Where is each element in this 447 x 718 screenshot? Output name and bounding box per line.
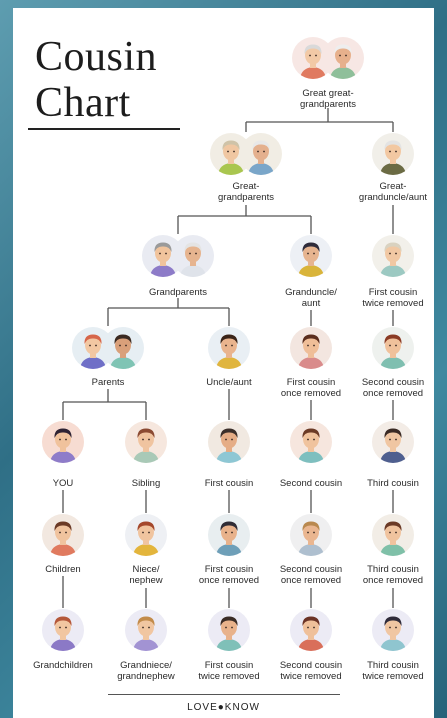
- node-label-sc: Second cousin: [279, 478, 343, 489]
- node-label-ch: Children: [45, 564, 81, 575]
- node-label-nn: Niece/ nephew: [129, 564, 163, 586]
- node-label-fc1r: First cousin once removed: [280, 377, 342, 399]
- person-avatar-gn-1: [125, 609, 167, 651]
- person-avatar-fc1r-1: [290, 327, 332, 369]
- person-avatar-nn-1: [125, 514, 167, 556]
- person-avatar-fc2r-1: [372, 235, 414, 277]
- person-avatar-you-1: [42, 421, 84, 463]
- node-label-fc2r: First cousin twice removed: [362, 287, 424, 309]
- person-avatar-gc-1: [42, 609, 84, 651]
- node-label-gu: Granduncle/ aunt: [285, 287, 337, 309]
- node-label-tc1r: Third cousin once removed: [362, 564, 424, 586]
- node-label-fc2r2: First cousin twice removed: [198, 660, 260, 682]
- node-label-gn: Grandniece/ grandnephew: [117, 660, 175, 682]
- node-label-tc2r: Third cousin twice removed: [362, 660, 424, 682]
- brand-logo: LOVE●KNOW: [187, 702, 260, 713]
- title-line-2: Chart: [35, 80, 131, 126]
- person-avatar-fc-1: [208, 421, 250, 463]
- person-avatar-par-2: [102, 327, 144, 369]
- person-avatar-sc1r2-1: [290, 514, 332, 556]
- person-avatar-gp-2: [172, 235, 214, 277]
- person-avatar-sc-1: [290, 421, 332, 463]
- person-avatar-sib-1: [125, 421, 167, 463]
- person-avatar-ch-1: [42, 514, 84, 556]
- person-avatar-ggp-2: [322, 37, 364, 79]
- person-avatar-sc2r-1: [290, 609, 332, 651]
- node-label-sc2r: Second cousin twice removed: [279, 660, 343, 682]
- node-label-gc: Grandchildren: [33, 660, 93, 671]
- node-label-ggp: Great great- grandparents: [300, 88, 356, 110]
- node-label-sc1r2: Second cousin once removed: [279, 564, 343, 586]
- person-avatar-tc-1: [372, 421, 414, 463]
- node-label-sc1r: Second cousin once removed: [361, 377, 425, 399]
- node-label-gp2: Great- grandparents: [218, 181, 274, 203]
- node-label-gp: Grandparents: [148, 287, 208, 298]
- person-avatar-fc1r2-1: [208, 514, 250, 556]
- person-avatar-fc2r2-1: [208, 609, 250, 651]
- node-label-par: Parents: [91, 377, 125, 388]
- person-avatar-gp2-2: [240, 133, 282, 175]
- person-avatar-ggu-1: [372, 133, 414, 175]
- person-avatar-gu-1: [290, 235, 332, 277]
- node-label-tc: Third cousin: [367, 478, 419, 489]
- node-label-ua: Uncle/aunt: [206, 377, 252, 388]
- node-label-fc1r2: First cousin once removed: [198, 564, 260, 586]
- person-avatar-sc1r-1: [372, 327, 414, 369]
- title-line-1: Cousin: [35, 34, 158, 80]
- title-underline: [28, 128, 180, 130]
- node-label-ggu: Great- granduncle/aunt: [358, 181, 428, 203]
- node-label-you: YOU: [52, 478, 74, 489]
- page-title: Cousin Chart: [35, 34, 157, 126]
- footer-divider: [108, 694, 340, 695]
- person-avatar-tc1r-1: [372, 514, 414, 556]
- person-avatar-tc2r-1: [372, 609, 414, 651]
- person-avatar-ua-1: [208, 327, 250, 369]
- node-label-sib: Sibling: [131, 478, 161, 489]
- node-label-fc: First cousin: [204, 478, 254, 489]
